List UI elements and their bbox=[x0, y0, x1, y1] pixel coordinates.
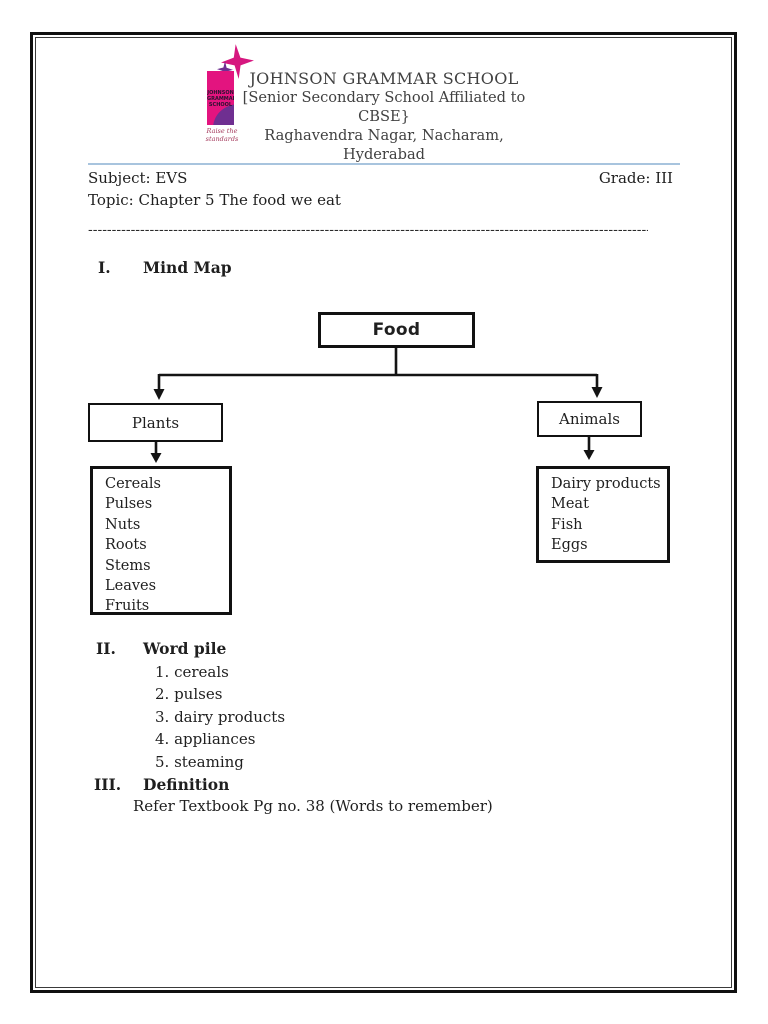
list-item: Leaves bbox=[105, 578, 157, 595]
list-item: Fish bbox=[551, 516, 583, 533]
section-1-numeral: I. bbox=[98, 258, 111, 277]
section-2-title: Word pile bbox=[143, 639, 227, 658]
grade-label: Grade: III bbox=[598, 169, 673, 187]
word-pile-item: 1. cereals bbox=[155, 663, 229, 681]
list-item: Dairy products bbox=[551, 476, 661, 492]
section-1-title: Mind Map bbox=[143, 258, 232, 277]
animals-items-box: Dairy products Meat Fish Eggs bbox=[536, 466, 670, 563]
mindmap-animals-box: Animals bbox=[537, 401, 642, 437]
logo-text-line: SCHOOL bbox=[208, 102, 233, 108]
list-item: Eggs bbox=[551, 537, 588, 554]
logo-text: JOHNSON GRAMMAR SCHOOL bbox=[207, 90, 234, 108]
list-item: Stems bbox=[105, 557, 151, 574]
definition-note: Refer Textbook Pg no. 38 (Words to remem… bbox=[133, 797, 493, 815]
mindmap-root-box: Food bbox=[318, 312, 475, 348]
word-pile-item: 3. dairy products bbox=[155, 707, 286, 726]
word-pile-item: 2. pulses bbox=[155, 685, 223, 704]
logo-text-line: JOHNSON bbox=[207, 90, 234, 96]
list-item: Meat bbox=[551, 496, 589, 513]
list-item: Nuts bbox=[105, 516, 141, 533]
school-address: Raghavendra Nagar, Nacharam, Hyderabad bbox=[264, 127, 504, 163]
school-name: JOHNSON GRAMMAR SCHOOL bbox=[249, 69, 519, 88]
logo-text-line: GRAMMAR bbox=[207, 96, 234, 102]
list-item: Roots bbox=[105, 537, 147, 554]
word-pile-item: 5. steaming bbox=[155, 752, 244, 771]
mindmap-plants-box: Plants bbox=[88, 403, 223, 442]
dashed-divider: ----------------------------------------… bbox=[88, 222, 648, 238]
school-logo: JOHNSON GRAMMAR SCHOOL bbox=[207, 71, 234, 125]
school-header: JOHNSON GRAMMAR SCHOOL [Senior Secondary… bbox=[234, 69, 534, 164]
header-divider-rule bbox=[88, 163, 680, 165]
list-item: Pulses bbox=[105, 496, 153, 513]
word-pile-list: 1. cereals 2. pulses 3. dairy products 4… bbox=[155, 661, 285, 773]
logo-tagline: Raise the standards bbox=[205, 127, 239, 143]
list-item: Fruits bbox=[105, 598, 150, 615]
plants-items-box: Cereals Pulses Nuts Roots Stems Leaves F… bbox=[90, 466, 232, 615]
section-3-title: Definition bbox=[143, 775, 230, 794]
page-border-frame bbox=[30, 32, 737, 993]
list-item: Cereals bbox=[105, 476, 161, 492]
school-affiliation: [Senior Secondary School Affiliated to C… bbox=[242, 89, 526, 125]
section-2-numeral: II. bbox=[96, 639, 116, 658]
word-pile-item: 4. appliances bbox=[155, 730, 256, 749]
subject-label: Subject: EVS bbox=[88, 169, 188, 187]
subject-grade-row: Subject: EVS Grade: III bbox=[88, 169, 673, 187]
section-3-numeral: III. bbox=[94, 775, 122, 794]
page-border-inner-line bbox=[35, 37, 732, 988]
topic-label: Topic: Chapter 5 The food we eat bbox=[88, 191, 341, 209]
